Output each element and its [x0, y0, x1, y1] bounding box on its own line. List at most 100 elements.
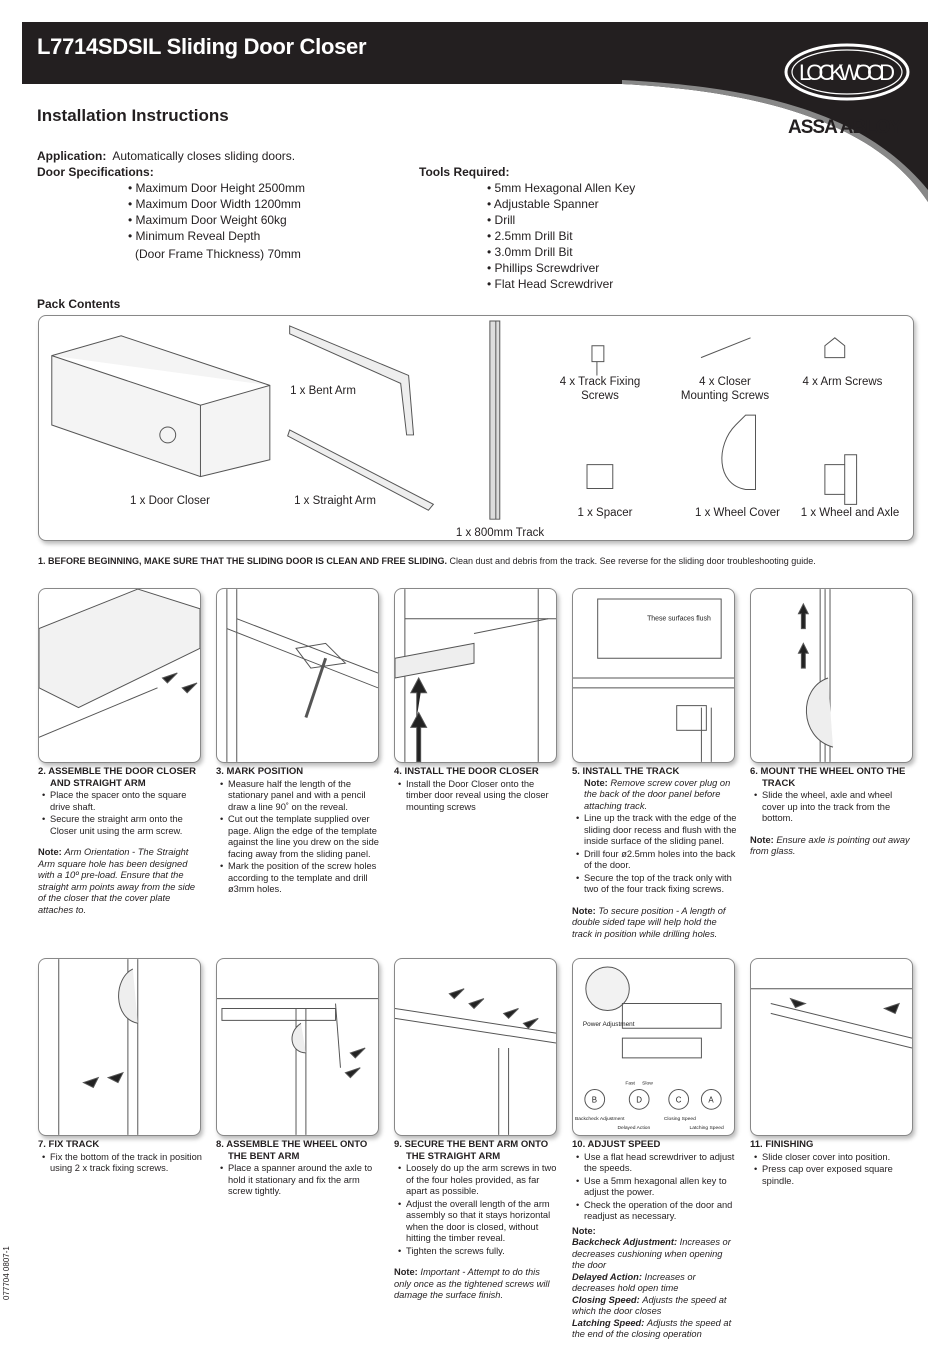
spec-item: Minimum Reveal Depth	[128, 228, 305, 244]
step-4-illustration	[394, 588, 557, 763]
door-specs-list: Maximum Door Height 2500mmMaximum Door W…	[128, 180, 305, 244]
pack-contents-label: Pack Contents	[37, 297, 121, 311]
step-title: 9. SECURE THE BENT ARM ONTO THE STRAIGHT…	[394, 1139, 549, 1162]
note-text: Arm Orientation - The Straight Arm squar…	[38, 847, 196, 915]
def-text: Adjusts the speed at which the door clos…	[572, 1294, 727, 1317]
step-title: 11. FINISHING	[750, 1139, 814, 1150]
step-bullet: Place a spanner around the axle to hold …	[216, 1163, 381, 1198]
step-7-illustration	[38, 958, 201, 1136]
tool-item: 2.5mm Drill Bit	[487, 228, 635, 244]
pack-item-label: 1 x 800mm Track	[455, 527, 545, 539]
step-bullet: Tighten the screws fully.	[394, 1246, 559, 1258]
def-text: Increases or decreases cushioning when o…	[572, 1237, 731, 1270]
step-1-bold: 1. BEFORE BEGINNING, MAKE SURE THAT THE …	[38, 556, 448, 566]
note-label: Note:	[584, 777, 608, 788]
tool-item: Adjustable Spanner	[487, 196, 635, 212]
note-label: Note:	[572, 905, 596, 916]
pack-item-label: 1 x Wheel and Axle	[800, 507, 900, 519]
step-title: 10. ADJUST SPEED	[572, 1139, 661, 1150]
step-9-text: 9. SECURE THE BENT ARM ONTO THE STRAIGHT…	[394, 1139, 559, 1302]
latching-speed-label: Latching Speed	[690, 1125, 724, 1131]
dial-letter: A	[708, 1095, 714, 1104]
step-title: 8. ASSEMBLE THE WHEEL ONTO THE BENT ARM	[216, 1139, 368, 1162]
step-6-illustration	[750, 588, 913, 763]
step-11-illustration	[750, 958, 913, 1136]
step-8-text: 8. ASSEMBLE THE WHEEL ONTO THE BENT ARMP…	[216, 1139, 381, 1199]
note-text: Important - Attempt to do this only once…	[394, 1267, 550, 1300]
document-number: 077704 0807-1	[2, 1246, 11, 1300]
def-text: Increases or decreases hold open time	[572, 1271, 696, 1294]
note-text: Ensure axle is pointing out away from gl…	[750, 834, 910, 857]
header-band	[22, 22, 928, 202]
step-2-illustration	[38, 588, 201, 763]
dial-letter: C	[676, 1095, 682, 1104]
step-bullet: Mark the position of the screw holes acc…	[216, 861, 381, 896]
pack-item-label: 1 x Straight Arm	[294, 495, 376, 507]
slow-label: Slow	[642, 1081, 653, 1087]
step-bullet: Slide closer cover into position.	[750, 1152, 915, 1164]
step-3-text: 3. MARK POSITION Measure half the length …	[216, 766, 381, 897]
step-bullet: Measure half the length of the stationar…	[216, 779, 381, 814]
tools-list: 5mm Hexagonal Allen KeyAdjustable Spanne…	[487, 180, 635, 292]
tools-label-text: Tools Required:	[419, 165, 510, 179]
spec-item: Maximum Door Weight 60kg	[128, 212, 305, 228]
step-bullet: Install the Door Closer onto the timber …	[394, 779, 559, 814]
tool-item: Flat Head Screwdriver	[487, 276, 635, 292]
assa-abloy-logo: ASSA ABLOY	[788, 117, 902, 138]
note-label: Note:	[394, 1267, 418, 1277]
fast-label: Fast	[625, 1081, 635, 1087]
step-title: 2. ASSEMBLE THE DOOR CLOSER AND STRAIGHT…	[38, 766, 196, 789]
application-label: Application:	[37, 149, 107, 163]
closing-speed-label: Closing Speed	[664, 1116, 696, 1122]
step-title: 3. MARK POSITION	[216, 766, 304, 777]
delayed-action-label: Delayed Action	[617, 1125, 650, 1131]
step-1-text: Clean dust and debris from the track. Se…	[447, 556, 816, 566]
tool-item: 5mm Hexagonal Allen Key	[487, 180, 636, 196]
pack-item-label: 1 x Wheel Cover	[694, 507, 780, 519]
door-specs-label: Door Specifications:	[37, 164, 154, 180]
step-2-text: 2. ASSEMBLE THE DOOR CLOSER AND STRAIGHT…	[38, 766, 203, 916]
pack-item-label: 1 x Door Closer	[130, 495, 210, 507]
step-bullet: Loosely do up the arm screws in two of t…	[394, 1163, 559, 1198]
pack-item-label: 4 x Arm Screws	[802, 376, 883, 388]
backcheck-label: Backcheck Adjustment	[575, 1116, 625, 1122]
step-bullet: Drill four ø2.5mm holes into the back of…	[572, 849, 737, 872]
tool-item: Phillips Screwdriver	[487, 260, 635, 276]
spec-item: Maximum Door Height 2500mm	[128, 180, 305, 196]
step-11-text: 11. FINISHING Slide closer cover into pos…	[750, 1139, 915, 1188]
def-text: Adjusts the speed at the end of the clos…	[572, 1317, 732, 1340]
step-6-text: 6. MOUNT THE WHEEL ONTO THE TRACKSlide t…	[750, 766, 915, 858]
note-text: Remove screw cover plug on the back of t…	[584, 777, 731, 811]
note-text: To secure position - A length of double …	[572, 905, 726, 939]
step-3-illustration	[216, 588, 379, 763]
pack-contents-illustration	[51, 320, 858, 520]
step-8-illustration	[216, 958, 379, 1136]
step-bullet: Fix the bottom of the track in position …	[38, 1152, 203, 1175]
step-title: 7. FIX TRACK	[38, 1139, 100, 1150]
step-10-illustration: Power Adjustment Backcheck Adjustment De…	[572, 958, 735, 1136]
step-1: 1. BEFORE BEGINNING, MAKE SURE THAT THE …	[38, 556, 918, 566]
application: Application: Automatically closes slidin…	[37, 148, 295, 164]
step-bullet: Adjust the overall length of the arm ass…	[394, 1199, 559, 1245]
step-bullet: Press cap over exposed square spindle.	[750, 1164, 915, 1187]
step-bullet: Slide the wheel, axle and wheel cover up…	[750, 790, 915, 825]
logo-text: LOCKWOOD	[799, 60, 895, 85]
step-bullet: Use a 5mm hexagonal allen key to adjust …	[572, 1176, 737, 1199]
def-term: Closing Speed:	[572, 1294, 640, 1305]
dial-letter: D	[636, 1095, 642, 1104]
tools-label: Tools Required:	[419, 164, 509, 180]
note-label: Note:	[750, 834, 774, 845]
step-5-text: 5. INSTALL THE TRACK Note: Remove screw …	[572, 766, 737, 940]
def-term: Backcheck Adjustment:	[572, 1237, 678, 1247]
def-term: Delayed Action:	[572, 1271, 642, 1282]
tool-item: Drill	[487, 212, 635, 228]
step-title: 6. MOUNT THE WHEEL ONTO THE TRACK	[750, 766, 906, 789]
pack-item-label: 1 x Bent Arm	[290, 385, 356, 397]
step-5-illustration: These surfaces flush	[572, 588, 735, 763]
step-title: 4. INSTALL THE DOOR CLOSER	[394, 766, 539, 777]
spec-item: Maximum Door Width 1200mm	[128, 196, 305, 212]
dial-letter: B	[592, 1095, 597, 1104]
pack-item-label: 4 x Track Fixing Screws	[559, 376, 641, 402]
note-label: Note:	[38, 847, 62, 857]
step-9-illustration	[394, 958, 557, 1136]
